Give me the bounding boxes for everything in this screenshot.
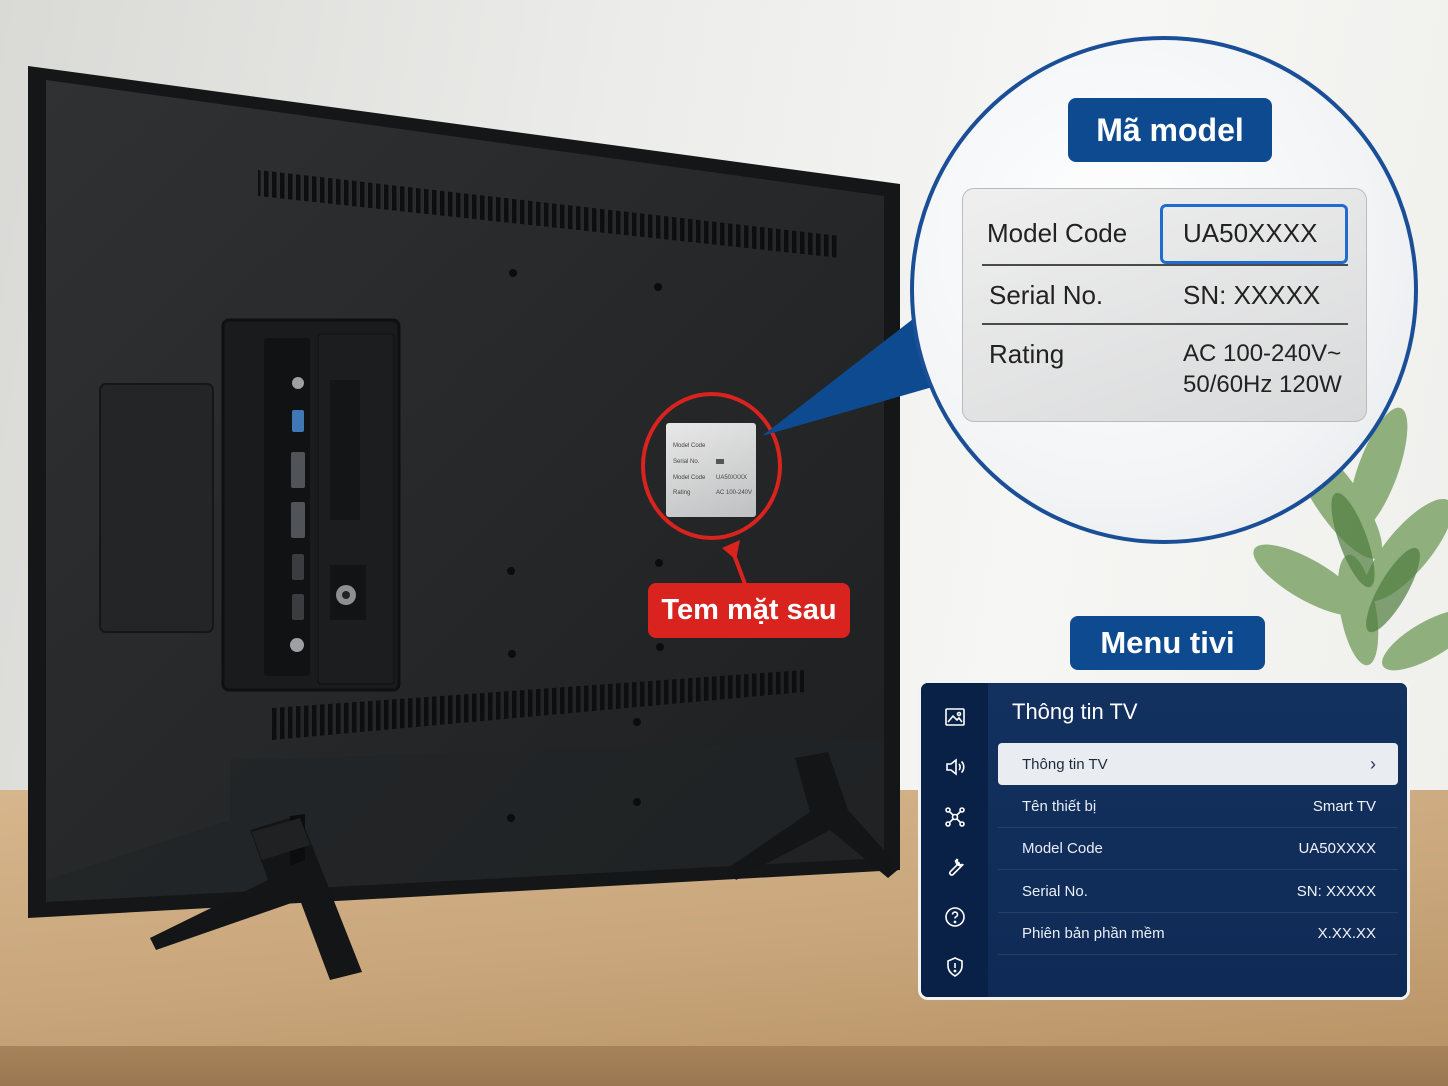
picture-icon[interactable]: [943, 705, 967, 729]
back-label-tag: Tem mặt sau: [648, 583, 850, 638]
chevron-right-icon: ›: [1370, 753, 1376, 774]
label-rating-value-line2: 50/60Hz 120W: [1183, 371, 1342, 398]
model-code-tag: Mã model: [1068, 98, 1272, 162]
menu-main: Thông tin TV Thông tin TV › Tên thiết bị…: [988, 683, 1407, 997]
sound-icon[interactable]: [943, 755, 967, 779]
menu-row-label: Model Code: [1022, 840, 1103, 857]
label-divider-1: [982, 264, 1348, 266]
menu-row-value: SN: XXXXX: [1296, 883, 1376, 900]
menu-sidebar: [921, 683, 988, 997]
menu-row-value: X.XX.XX: [1317, 925, 1376, 942]
shield-icon[interactable]: [943, 955, 967, 979]
help-icon[interactable]: [943, 905, 967, 929]
menu-row-label: Serial No.: [1022, 883, 1088, 900]
menu-item-tv-info-label: Thông tin TV: [1022, 755, 1108, 773]
menu-tag: Menu tivi: [1070, 616, 1265, 670]
label-rating: Rating: [989, 339, 1065, 369]
wrench-icon[interactable]: [943, 855, 967, 879]
label-model-code-value: UA50XXXX: [1183, 218, 1318, 248]
menu-item-tv-info[interactable]: Thông tin TV ›: [998, 743, 1398, 785]
cabinet-edge: [0, 1046, 1448, 1086]
label-serial-value: SN: XXXXX: [1183, 280, 1321, 310]
label-rating-value-line1: AC 100-240V~: [1183, 340, 1342, 367]
menu-row-model-code[interactable]: Model Code UA50XXXX: [998, 828, 1398, 870]
menu-title: Thông tin TV: [1012, 699, 1138, 724]
label-divider-2: [982, 323, 1348, 325]
sticker-highlight-ring: [641, 392, 782, 540]
menu-row-label: Phiên bản phần mềm: [1022, 925, 1165, 942]
label-model-code: Model Code: [987, 218, 1128, 248]
plant-decoration: [1253, 407, 1448, 671]
menu-row-software-version[interactable]: Phiên bản phần mềm X.XX.XX: [998, 913, 1398, 955]
menu-row-device-name[interactable]: Tên thiết bị Smart TV: [998, 786, 1398, 828]
menu-row-value: Smart TV: [1312, 798, 1376, 815]
model-code-highlight: [1160, 204, 1348, 264]
menu-row-serial[interactable]: Serial No. SN: XXXXX: [998, 871, 1398, 913]
menu-row-value: UA50XXXX: [1298, 840, 1376, 857]
tv-menu-panel: Thông tin TV Thông tin TV › Tên thiết bị…: [918, 680, 1410, 1000]
connection-icon[interactable]: [943, 805, 967, 829]
label-card: [962, 188, 1367, 422]
menu-row-label: Tên thiết bị: [1022, 798, 1097, 815]
label-serial: Serial No.: [989, 280, 1104, 310]
